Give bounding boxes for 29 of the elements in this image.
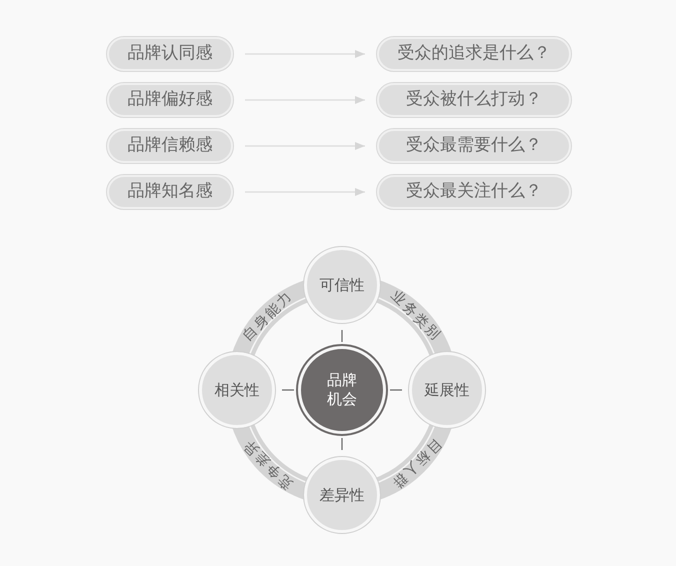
node-label: 可信性 xyxy=(320,274,364,296)
pill-box xyxy=(107,37,233,71)
arrow xyxy=(245,142,365,150)
pill-box xyxy=(107,129,233,163)
pill-box xyxy=(377,129,571,163)
ring-label: 自身能力 xyxy=(240,288,296,344)
ring-label: 竞争差异 xyxy=(240,436,296,492)
node-label: 受众被什么打动？ xyxy=(406,88,542,112)
node-label: 相关性 xyxy=(214,380,260,401)
pill-box xyxy=(377,83,571,117)
node-label: 受众最需要什么？ xyxy=(406,134,542,158)
node-label: 品牌认同感 xyxy=(128,42,212,66)
pill-box xyxy=(107,175,233,209)
ring-label: 目标人群 xyxy=(388,436,444,492)
node-label: 差异性 xyxy=(320,484,364,506)
pill-box xyxy=(377,37,571,71)
node-label: 延展性 xyxy=(424,380,470,401)
node-label: 品牌偏好感 xyxy=(128,88,212,112)
pill-box xyxy=(377,175,571,209)
ring-label: 业务类别 xyxy=(388,288,444,344)
arrow xyxy=(245,188,365,196)
node-label: 品牌信赖感 xyxy=(128,134,212,158)
node-label: 受众的追求是什么？ xyxy=(398,42,550,66)
node-label: 受众最关注什么？ xyxy=(406,180,542,204)
node-label: 品牌知名感 xyxy=(128,180,212,204)
arrow xyxy=(245,96,365,104)
node-label: 品牌机会 xyxy=(326,371,358,409)
pill-box xyxy=(107,83,233,117)
arrow xyxy=(245,50,365,58)
